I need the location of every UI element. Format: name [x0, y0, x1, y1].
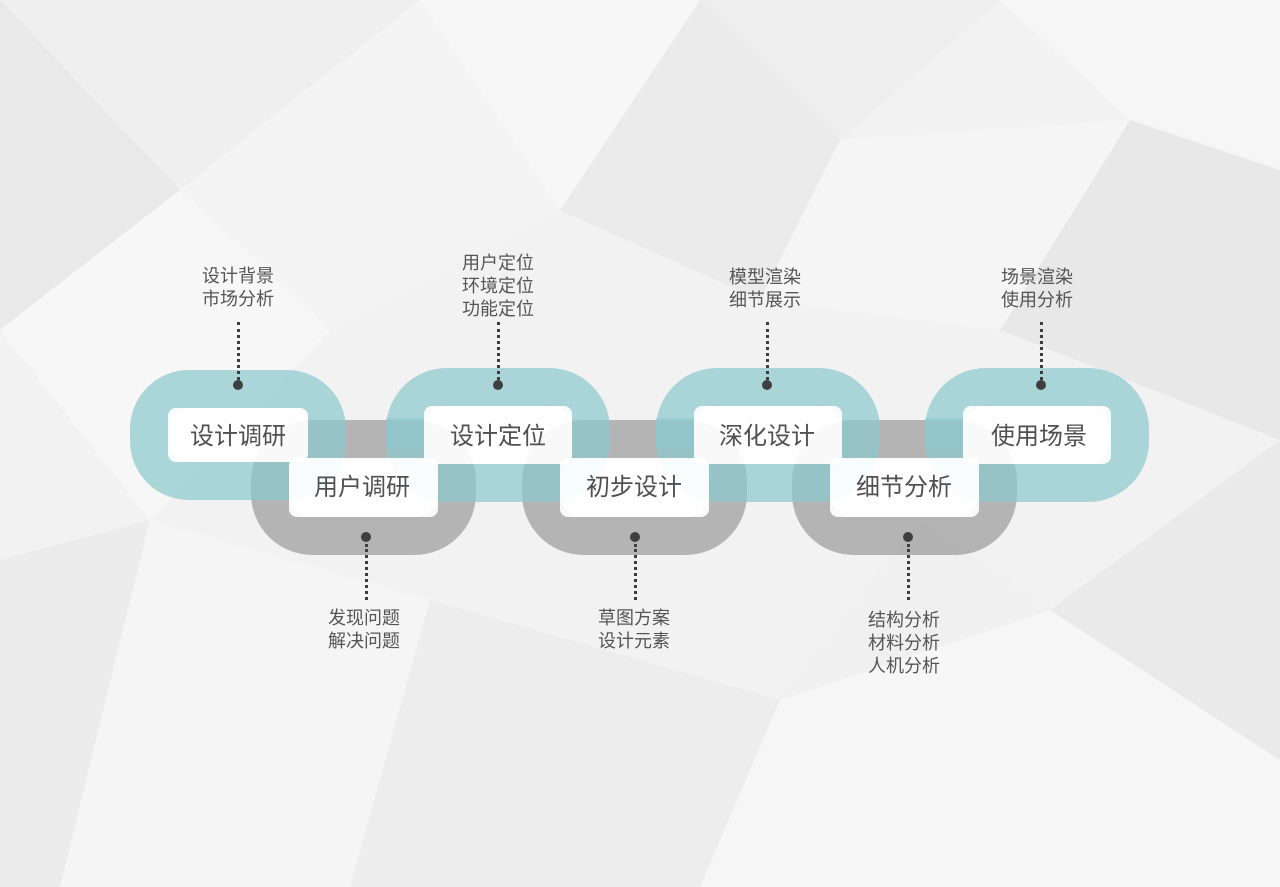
link-label-slot [424, 406, 572, 464]
annotation-design-research: 设计背景 市场分析 [178, 265, 298, 311]
annotation-design-positioning: 用户定位 环境定位 功能定位 [438, 252, 558, 321]
link-label-slot [830, 458, 979, 517]
link-label-user-research: 用户调研 [314, 473, 410, 501]
anchor-dot [1036, 380, 1046, 390]
link-overlap-segment [925, 418, 963, 448]
link-label-slot [694, 406, 842, 464]
leader-line [765, 322, 769, 380]
anchor-dot [630, 532, 640, 542]
annotation-line: 场景渲染 [1001, 267, 1073, 288]
annotation-deepen-design: 模型渲染 细节展示 [705, 266, 825, 312]
link-label-deepen-design: 深化设计 [719, 422, 815, 450]
leader-line [364, 544, 368, 600]
leader-line [236, 322, 240, 380]
annotation-line: 市场分析 [202, 289, 274, 310]
leader-line [633, 544, 637, 600]
annotation-line: 设计背景 [202, 266, 274, 287]
link-label-preliminary-design: 初步设计 [586, 473, 682, 501]
annotation-line: 细节展示 [729, 290, 801, 311]
leader-line [1039, 322, 1043, 380]
annotation-preliminary-design: 草图方案 设计元素 [574, 607, 694, 653]
link-label-design-positioning: 设计定位 [450, 422, 546, 450]
annotation-line: 结构分析 [868, 610, 940, 631]
link-overlap-segment [656, 418, 694, 448]
link-label-slot [289, 458, 438, 517]
annotation-line: 人机分析 [868, 656, 940, 677]
annotation-line: 环境定位 [462, 276, 534, 297]
annotation-line: 功能定位 [462, 299, 534, 320]
link-label-usage-scenario: 使用场景 [991, 422, 1087, 450]
leader-line [496, 322, 500, 380]
annotation-line: 用户定位 [462, 253, 534, 274]
annotation-usage-scenario: 场景渲染 使用分析 [977, 266, 1097, 312]
annotation-line: 发现问题 [328, 608, 400, 629]
leader-line [906, 544, 910, 600]
link-label-detail-analysis: 细节分析 [856, 473, 952, 501]
annotation-line: 草图方案 [598, 608, 670, 629]
anchor-dot [361, 532, 371, 542]
annotation-line: 设计元素 [598, 631, 670, 652]
annotation-line: 使用分析 [1001, 290, 1073, 311]
annotation-line: 模型渲染 [729, 267, 801, 288]
annotation-detail-analysis: 结构分析 材料分析 人机分析 [844, 609, 964, 678]
link-label-slot [963, 406, 1111, 464]
annotation-user-research: 发现问题 解决问题 [304, 607, 424, 653]
annotation-line: 材料分析 [868, 633, 940, 654]
link-overlap-segment [386, 418, 424, 448]
link-label-slot [560, 458, 709, 517]
anchor-dot [493, 380, 503, 390]
link-label-slot [168, 408, 308, 462]
annotation-line: 解决问题 [328, 631, 400, 652]
anchor-dot [762, 380, 772, 390]
anchor-dot [233, 380, 243, 390]
anchor-dot [903, 532, 913, 542]
link-label-design-research: 设计调研 [190, 422, 286, 450]
